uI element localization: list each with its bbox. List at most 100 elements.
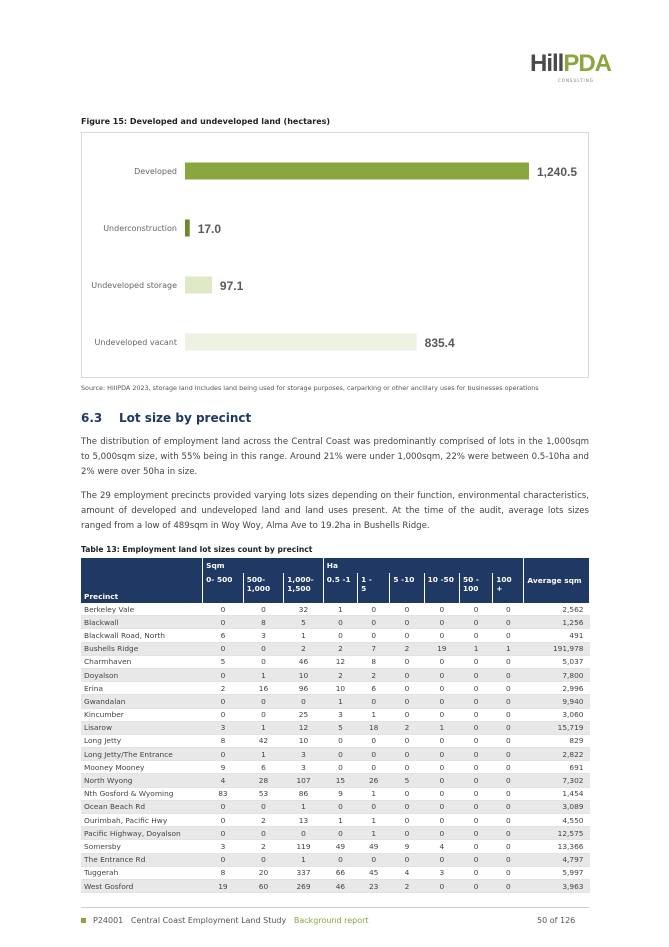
table-cell: 5 — [202, 655, 244, 669]
table-cell: 46 — [283, 655, 324, 669]
table-cell: 0 — [202, 694, 244, 709]
average-sqm-cell: 7,302 — [523, 773, 590, 788]
category-label: Developed — [134, 167, 177, 176]
table-cell: 1 — [243, 668, 284, 683]
table-cell: 0 — [323, 734, 358, 749]
table-cell: 26 — [357, 773, 390, 788]
table-cell: 2 — [389, 879, 425, 894]
table-cell: 0 — [492, 603, 524, 617]
paragraph-2: The 29 employment precincts provided var… — [81, 491, 589, 531]
table-cell: 0 — [357, 760, 390, 775]
average-sqm-cell: 3,089 — [523, 800, 590, 815]
table-cell: 2 — [243, 839, 284, 854]
table-cell: 0 — [459, 866, 493, 880]
table-cell: 0 — [389, 787, 425, 801]
precinct-name-cell: Berkeley Vale — [81, 603, 203, 617]
precinct-name-cell: Erina — [81, 681, 203, 696]
table-cell: 1 — [243, 747, 284, 762]
table-cell: 0 — [357, 628, 390, 643]
table-cell: 96 — [283, 681, 324, 696]
table-cell: 4 — [424, 839, 460, 854]
table-cell: 0 — [424, 628, 460, 643]
table-cell: 0 — [283, 826, 324, 841]
table-cell: 0 — [492, 839, 524, 854]
table-cell: 1 — [323, 694, 358, 709]
table-cell: 0 — [357, 694, 390, 709]
average-sqm-cell: 2,562 — [523, 603, 590, 617]
table-cell: 2 — [323, 668, 358, 683]
precinct-name-cell: Somersby — [81, 839, 203, 854]
precinct-name-cell: Ourimbah, Pacific Hwy — [81, 813, 203, 828]
table-cell: 0 — [389, 694, 425, 709]
table-cell: 0 — [389, 826, 425, 841]
table-cell: 0 — [424, 681, 460, 696]
table-cell: 0 — [492, 853, 524, 867]
table-cell: 0 — [389, 747, 425, 762]
table-cell: 0 — [459, 879, 493, 894]
table-cell: 60 — [243, 879, 284, 894]
data-label: 1,240.5 — [537, 165, 577, 179]
table-cell: 0 — [202, 668, 244, 683]
header-blank — [81, 558, 204, 573]
logo-pda-text: PDA — [563, 50, 612, 77]
table-cell: 5 — [389, 773, 425, 788]
table-cell: 1 — [492, 642, 524, 656]
header-column: 0.5 -1 — [323, 573, 359, 603]
table-cell: 32 — [283, 603, 324, 617]
table-cell: 0 — [243, 826, 284, 841]
table-cell: 15 — [323, 773, 358, 788]
table-cell: 0 — [389, 603, 425, 617]
precinct-name-cell: Lisarow — [81, 721, 203, 735]
category-label: Undeveloped vacant — [95, 338, 177, 347]
page-number: 50 of 126 — [537, 916, 576, 925]
precinct-name-cell: The Entrance Rd — [81, 853, 203, 867]
table-cell: 0 — [323, 800, 358, 815]
table-cell: 0 — [492, 787, 524, 801]
footer-divider — [81, 907, 589, 908]
table-cell: 8 — [243, 615, 284, 630]
table-cell: 0 — [202, 615, 244, 630]
table-cell: 0 — [459, 681, 493, 696]
table-cell: 0 — [492, 615, 524, 630]
average-sqm-cell: 2,822 — [523, 747, 590, 762]
table-cell: 10 — [323, 681, 358, 696]
precinct-name-cell: Kincumber — [81, 708, 203, 722]
table-cell: 0 — [492, 708, 524, 722]
table-cell: 0 — [492, 813, 524, 828]
average-sqm-cell: 15,719 — [523, 721, 590, 735]
table-cell: 0 — [424, 734, 460, 749]
hillpda-logo: HillPDA CONSULTING — [530, 50, 625, 86]
table-cell: 0 — [323, 747, 358, 762]
footer-bullet-icon — [81, 918, 86, 923]
table-cell: 0 — [323, 615, 358, 630]
table-cell: 0 — [492, 760, 524, 775]
section-title: Lot size by precinct — [119, 411, 252, 425]
table-cell: 0 — [243, 655, 284, 669]
table-cell: 0 — [424, 694, 460, 709]
table-cell: 0 — [202, 708, 244, 722]
table-cell: 119 — [283, 839, 324, 854]
table-cell: 0 — [459, 747, 493, 762]
bar — [185, 219, 190, 237]
table-cell: 0 — [357, 603, 390, 617]
table-cell: 0 — [459, 708, 493, 722]
table-cell: 13 — [283, 813, 324, 828]
table-cell: 0 — [323, 853, 358, 867]
header-column: 1,000- 1,500 — [283, 573, 324, 603]
header-column: 5 -10 — [389, 573, 425, 603]
precinct-name-cell: Pacific Highway, Doyalson — [81, 826, 203, 841]
table-cell: 0 — [492, 879, 524, 894]
table-cell: 0 — [459, 628, 493, 643]
table-cell: 8 — [202, 734, 244, 749]
table-cell: 9 — [323, 787, 358, 801]
category-label: Underconstruction — [103, 224, 177, 233]
data-label: 17.0 — [198, 222, 222, 236]
logo-hill-text: Hill — [530, 50, 564, 77]
table-cell: 2 — [283, 642, 324, 656]
